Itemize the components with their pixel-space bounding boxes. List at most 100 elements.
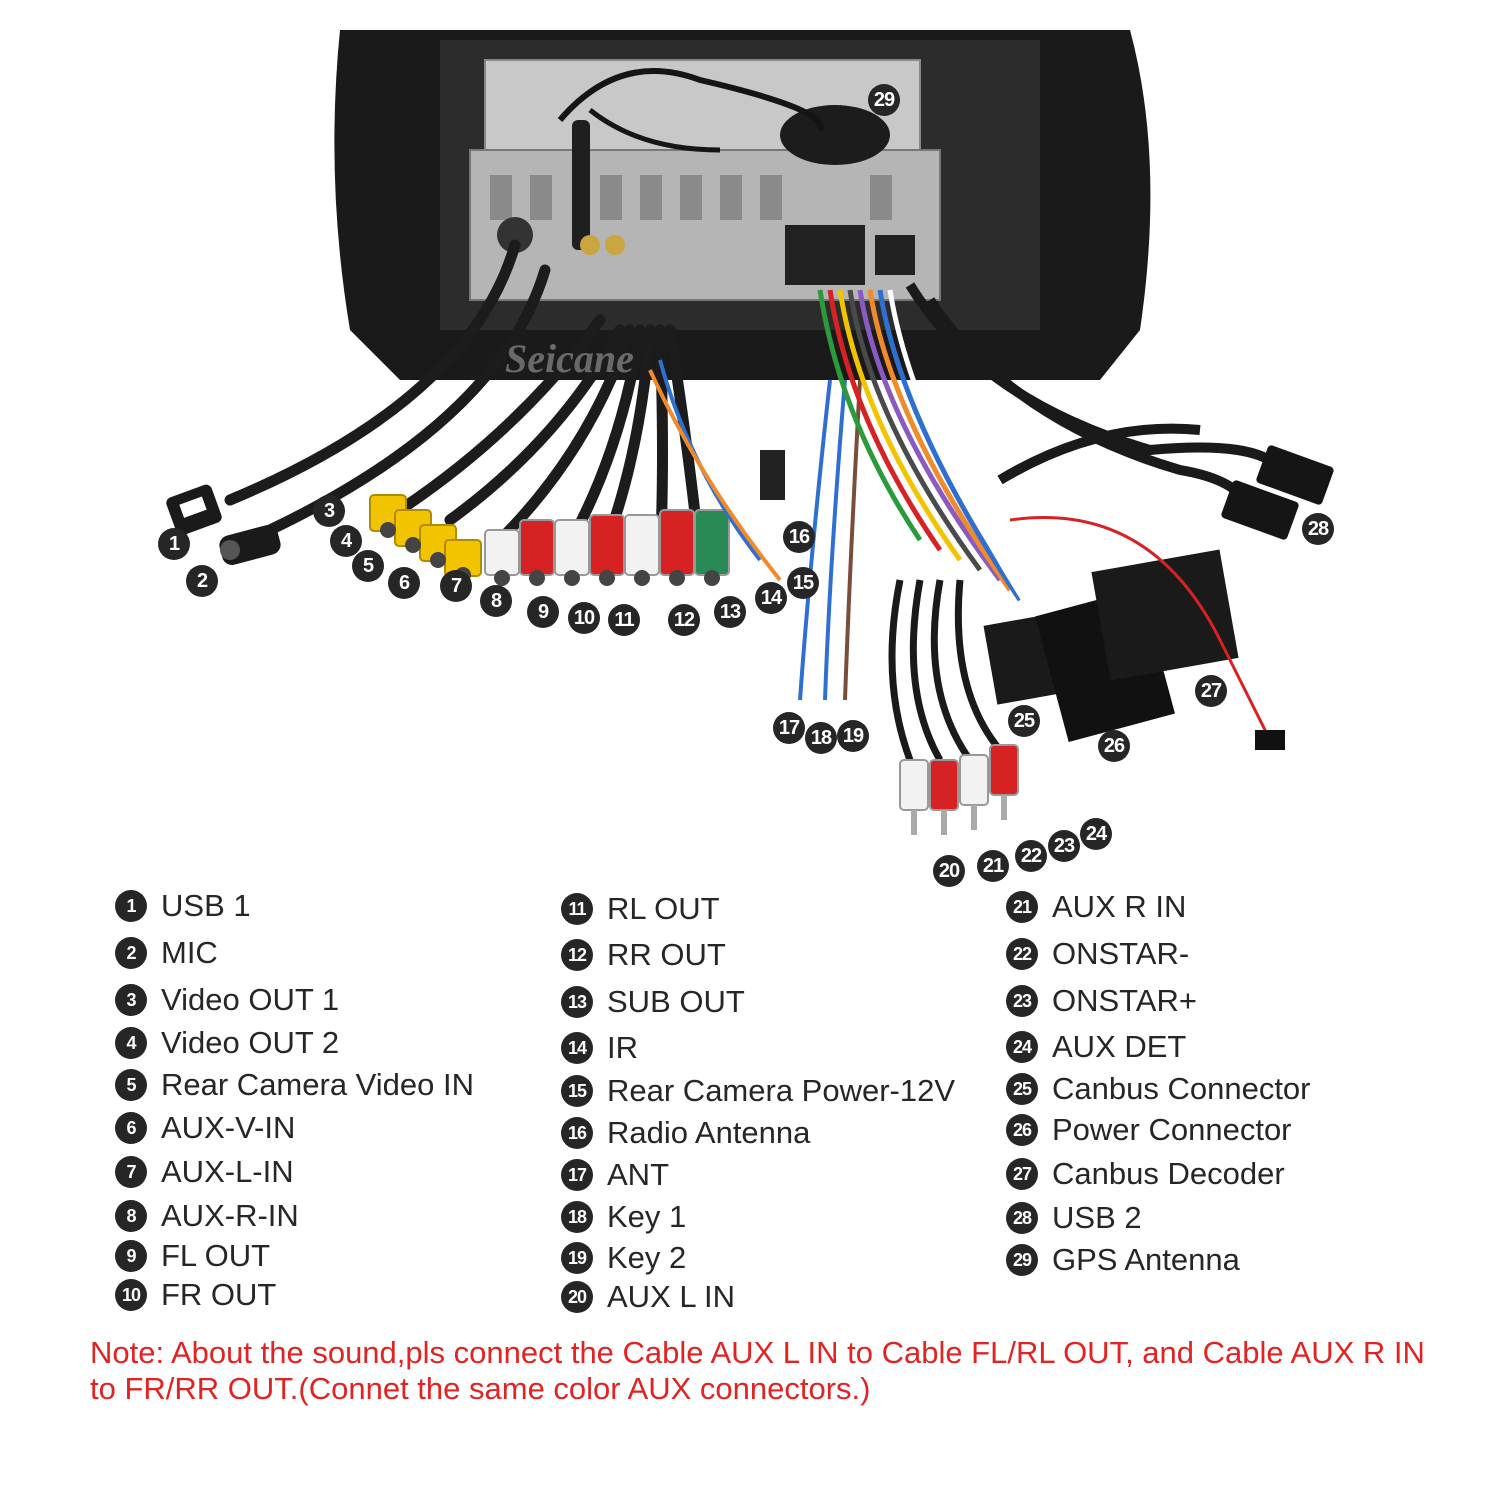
legend-number: 25 [1006, 1073, 1038, 1105]
legend-label: SUB OUT [607, 984, 745, 1019]
legend-number: 22 [1006, 938, 1038, 970]
marker-13: 13 [714, 596, 746, 628]
legend-label: ONSTAR+ [1052, 983, 1197, 1018]
legend-label: IR [607, 1030, 638, 1065]
legend-number: 15 [561, 1075, 593, 1107]
legend-number: 16 [561, 1117, 593, 1149]
legend-label: Rear Camera Video IN [161, 1067, 475, 1102]
legend-number: 20 [561, 1281, 593, 1313]
legend-number: 11 [561, 893, 593, 925]
legend-item: 19 Key 2 [561, 1240, 686, 1276]
legend-label: ANT [607, 1157, 669, 1192]
legend-item: 2 MIC [115, 935, 218, 971]
legend-label: RL OUT [607, 891, 720, 926]
legend-label: Video OUT 2 [161, 1025, 340, 1060]
legend-label: Key 1 [607, 1199, 687, 1234]
wiring-note: Note: About the sound,pls connect the Ca… [90, 1335, 1425, 1406]
marker-28: 28 [1302, 513, 1334, 545]
legend-label: ONSTAR- [1052, 936, 1190, 971]
legend-number: 2 [115, 937, 147, 969]
legend-item: 6 AUX-V-IN [115, 1110, 295, 1146]
chassis-vents [490, 175, 892, 220]
legend-label: AUX L IN [607, 1279, 736, 1314]
legend-label: AUX R IN [1052, 889, 1187, 924]
legend-number: 26 [1006, 1114, 1038, 1146]
wifi-antenna [572, 120, 590, 250]
legend-number: 17 [561, 1159, 593, 1191]
legend-item: 8 AUX-R-IN [115, 1198, 299, 1234]
legend-label: Key 2 [607, 1240, 687, 1275]
legend-number: 19 [561, 1242, 593, 1274]
legend-label: Rear Camera Power-12V [607, 1073, 956, 1108]
marker-21: 21 [977, 850, 1009, 882]
legend-item: 21 AUX R IN [1006, 889, 1186, 925]
legend-label: AUX-L-IN [161, 1154, 294, 1189]
legend-item: 22 ONSTAR- [1006, 936, 1189, 972]
canbus-connector [983, 615, 1057, 705]
usb2-plug-b [1221, 480, 1299, 540]
radio-antenna-plug [760, 450, 785, 500]
legend-item: 17 ANT [561, 1157, 669, 1193]
legend-number: 6 [115, 1112, 147, 1144]
legend-item: 1 USB 1 [115, 888, 251, 924]
marker-8: 8 [480, 585, 512, 617]
legend-number: 18 [561, 1201, 593, 1233]
head-unit-photo [166, 30, 1334, 835]
legend-item: 28 USB 2 [1006, 1200, 1142, 1236]
canbus-decoder [1091, 549, 1239, 681]
legend-number: 8 [115, 1200, 147, 1232]
marker-2: 2 [186, 565, 218, 597]
legend-number: 9 [115, 1240, 147, 1272]
marker-24: 24 [1080, 818, 1112, 850]
legend-label: FL OUT [161, 1238, 271, 1273]
marker-6: 6 [388, 567, 420, 599]
legend-label: Video OUT 1 [161, 982, 340, 1017]
legend-label: FR OUT [161, 1277, 277, 1312]
rca-connectors [369, 494, 730, 586]
legend-label: USB 1 [161, 888, 251, 923]
marker-22: 22 [1015, 840, 1047, 872]
legend-number: 1 [115, 890, 147, 922]
marker-12: 12 [668, 604, 700, 636]
gps-puck [780, 105, 890, 165]
gps-socket [497, 217, 533, 253]
marker-25: 25 [1008, 705, 1040, 737]
legend-label: Radio Antenna [607, 1115, 811, 1150]
legend-item: 4 Video OUT 2 [115, 1025, 339, 1061]
legend-number: 13 [561, 986, 593, 1018]
legend-item: 13 SUB OUT [561, 984, 745, 1020]
marker-10: 10 [568, 602, 600, 634]
marker-5: 5 [352, 550, 384, 582]
legend-number: 21 [1006, 891, 1038, 923]
marker-9: 9 [527, 596, 559, 628]
legend-item: 16 Radio Antenna [561, 1115, 810, 1151]
legend-number: 10 [115, 1279, 147, 1311]
legend-item: 15 Rear Camera Power-12V [561, 1073, 955, 1109]
legend-number: 4 [115, 1027, 147, 1059]
main-harness-socket [785, 225, 865, 285]
legend-number: 28 [1006, 1202, 1038, 1234]
marker-20: 20 [933, 855, 965, 887]
marker-16: 16 [783, 521, 815, 553]
legend-label: AUX-R-IN [161, 1198, 299, 1233]
legend-number: 12 [561, 939, 593, 971]
legend-number: 3 [115, 984, 147, 1016]
legend-label: AUX-V-IN [161, 1110, 296, 1145]
marker-14: 14 [755, 582, 787, 614]
legend-label: MIC [161, 935, 218, 970]
legend-item: 9 FL OUT [115, 1238, 270, 1274]
marker-26: 26 [1098, 730, 1130, 762]
legend-label: USB 2 [1052, 1200, 1142, 1235]
marker-19: 19 [837, 720, 869, 752]
legend-item: 11 RL OUT [561, 891, 720, 927]
usb-socket [875, 235, 915, 275]
marker-4: 4 [330, 525, 362, 557]
